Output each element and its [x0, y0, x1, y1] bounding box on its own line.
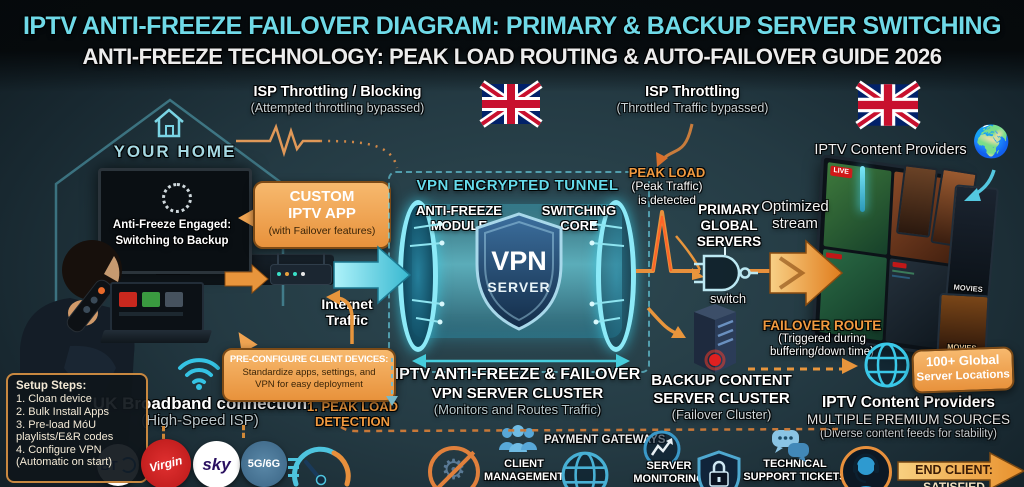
cluster-caption-line1: IPTV ANTI-FREEZE & FAILOVER — [394, 366, 641, 383]
isp-logo-sky: sky — [193, 441, 240, 487]
isp-throttling-left-title: ISP Throttling / Blocking — [253, 84, 422, 100]
preconfigure-line2: Standardize apps, settings, and — [242, 367, 376, 378]
live-badge: LIVE — [830, 165, 853, 179]
headset-agent-icon — [840, 446, 892, 487]
wifi-icon — [178, 358, 220, 390]
isp-logo-5g6g: 5G/6G — [241, 441, 287, 487]
end-client-line1: END CLIENT: — [915, 463, 993, 477]
people-group-icon — [499, 425, 537, 452]
setup-step-4b: (Automatic on start) — [16, 456, 112, 469]
speedometer-icon — [288, 446, 351, 487]
preconfigure-line3: VPN for easy deployment — [255, 379, 363, 390]
svg-text:VPN: VPN — [491, 246, 547, 276]
backup-cluster-line1: BACKUP CONTENT — [651, 372, 792, 389]
tv-screen: Anti-Freeze Engaged: Switching to Backup — [98, 168, 252, 274]
page-title: IPTV ANTI-FREEZE FAILOVER DIAGRAM: PRIMA… — [22, 12, 1002, 40]
custom-app-line1: CUSTOM — [289, 188, 355, 205]
broadband-line2: (High-Speed ISP) — [141, 412, 259, 429]
preconfigure-box: PRE-CONFIGURE CLIENT DEVICES: Standardiz… — [222, 348, 396, 402]
global-servers-box: 100+ Global Server Locations — [911, 346, 1015, 394]
setup-step-4: 4. Configure VPN — [16, 443, 102, 456]
shield-lock-icon — [697, 450, 741, 487]
cluster-caption-line2: VPN SERVER CLUSTER — [431, 385, 604, 402]
globe-icon-bottom — [561, 451, 609, 487]
global-servers-line2: Server Locations — [916, 368, 1011, 384]
your-home-label: YOUR HOME — [113, 142, 237, 161]
setup-step-2: 2. Bulk Install Apps — [16, 405, 109, 418]
router-icon — [270, 253, 332, 285]
isp-throttling-right-title: ISP Throttling — [645, 84, 740, 100]
end-client-line2: SATISFIED — [923, 480, 985, 487]
custom-app-line2: IPTV APP — [288, 205, 356, 222]
payment-gateways-label: PAYMENT GATEWAYS — [544, 434, 666, 446]
chat-bubbles-icon — [772, 430, 809, 462]
vpn-shield-icon: VPN SERVER — [475, 212, 563, 331]
page-subtitle: ANTI-FREEZE TECHNOLOGY: PEAK LOAD ROUTIN… — [82, 44, 942, 69]
failover-route-line3: buffering/down time) — [770, 346, 874, 358]
cluster-caption-line3: (Monitors and Routes Traffic) — [433, 402, 602, 417]
custom-iptv-app-bubble: CUSTOM IPTV APP (with Failover features) — [253, 181, 391, 249]
poster-movies-1: MOVIES — [945, 184, 999, 304]
vpn-tunnel-title: VPN ENCRYPTED TUNNEL — [416, 177, 619, 194]
uk-flag-right-icon — [855, 80, 921, 130]
end-client-arrow: END CLIENT: SATISFIED — [897, 451, 1024, 487]
setup-step-1: 1. Cloan device — [16, 393, 92, 406]
setup-steps-title: Setup Steps: — [16, 380, 87, 392]
backup-cluster-line3: (Failover Cluster) — [671, 407, 772, 422]
svg-text:SERVER: SERVER — [487, 279, 550, 295]
custom-app-bubble-tail — [238, 208, 256, 228]
providers-bottom-line2: MULTIPLE PREMIUM SOURCES — [806, 412, 1011, 427]
switch-label: switch — [709, 291, 747, 306]
sky-logo-text: sky — [202, 454, 231, 474]
peak-load-line3: is detected — [637, 193, 697, 207]
providers-bottom-line1: IPTV Content Providers — [821, 394, 996, 411]
setup-step-3: 3. Pre-load MóU — [16, 418, 97, 431]
tv-status-line2: Switching to Backup — [115, 235, 229, 247]
failover-route-title: FAILOVER ROUTE — [762, 318, 882, 333]
home-icon — [154, 108, 184, 138]
globe-icon-right — [864, 342, 910, 388]
preconfigure-line1: PRE-CONFIGURE CLIENT DEVICES: — [229, 354, 389, 365]
earth-icon: 🌍 — [972, 124, 1011, 159]
setup-step-3b: playlists/E&R codes — [16, 431, 114, 444]
iptv-providers-top-label: IPTV Content Providers — [814, 142, 967, 158]
uk-flag-left-icon — [479, 80, 543, 128]
backup-cluster-line2: SERVER CLUSTER — [653, 390, 790, 407]
backup-server-icon — [694, 304, 736, 373]
isp-throttling-right-subtitle: (Throttled Traffic bypassed) — [616, 101, 769, 115]
peak-load-line2: (Peak Traffic) — [631, 179, 703, 193]
stream-glow-bar — [860, 166, 865, 212]
gear-disabled-icon: ⚙ — [428, 446, 480, 487]
isp-tick-1 — [162, 426, 165, 439]
peak-load-line1: PEAK LOAD — [628, 165, 706, 180]
tv-status-line1: Anti-Freeze Engaged: — [112, 219, 232, 231]
failover-route-line2: (Triggered during — [778, 333, 866, 345]
custom-app-line3: (with Failover features) — [268, 225, 376, 237]
isp-throttling-left-subtitle: (Attempted throttling bypassed) — [250, 101, 425, 115]
tv-loading-spinner — [162, 183, 192, 213]
setup-steps-box: Setup Steps: 1. Cloan device 2. Bulk Ins… — [6, 373, 148, 483]
isp-logo-virgin: Virgin — [141, 439, 191, 487]
providers-bottom-line3: (Diverse content feeds for stability) — [819, 428, 998, 440]
5g6g-logo-text: 5G/6G — [247, 458, 281, 470]
virgin-logo-text: Virgin — [148, 453, 184, 475]
laptop — [99, 282, 213, 344]
isp-tick-2 — [242, 425, 245, 438]
